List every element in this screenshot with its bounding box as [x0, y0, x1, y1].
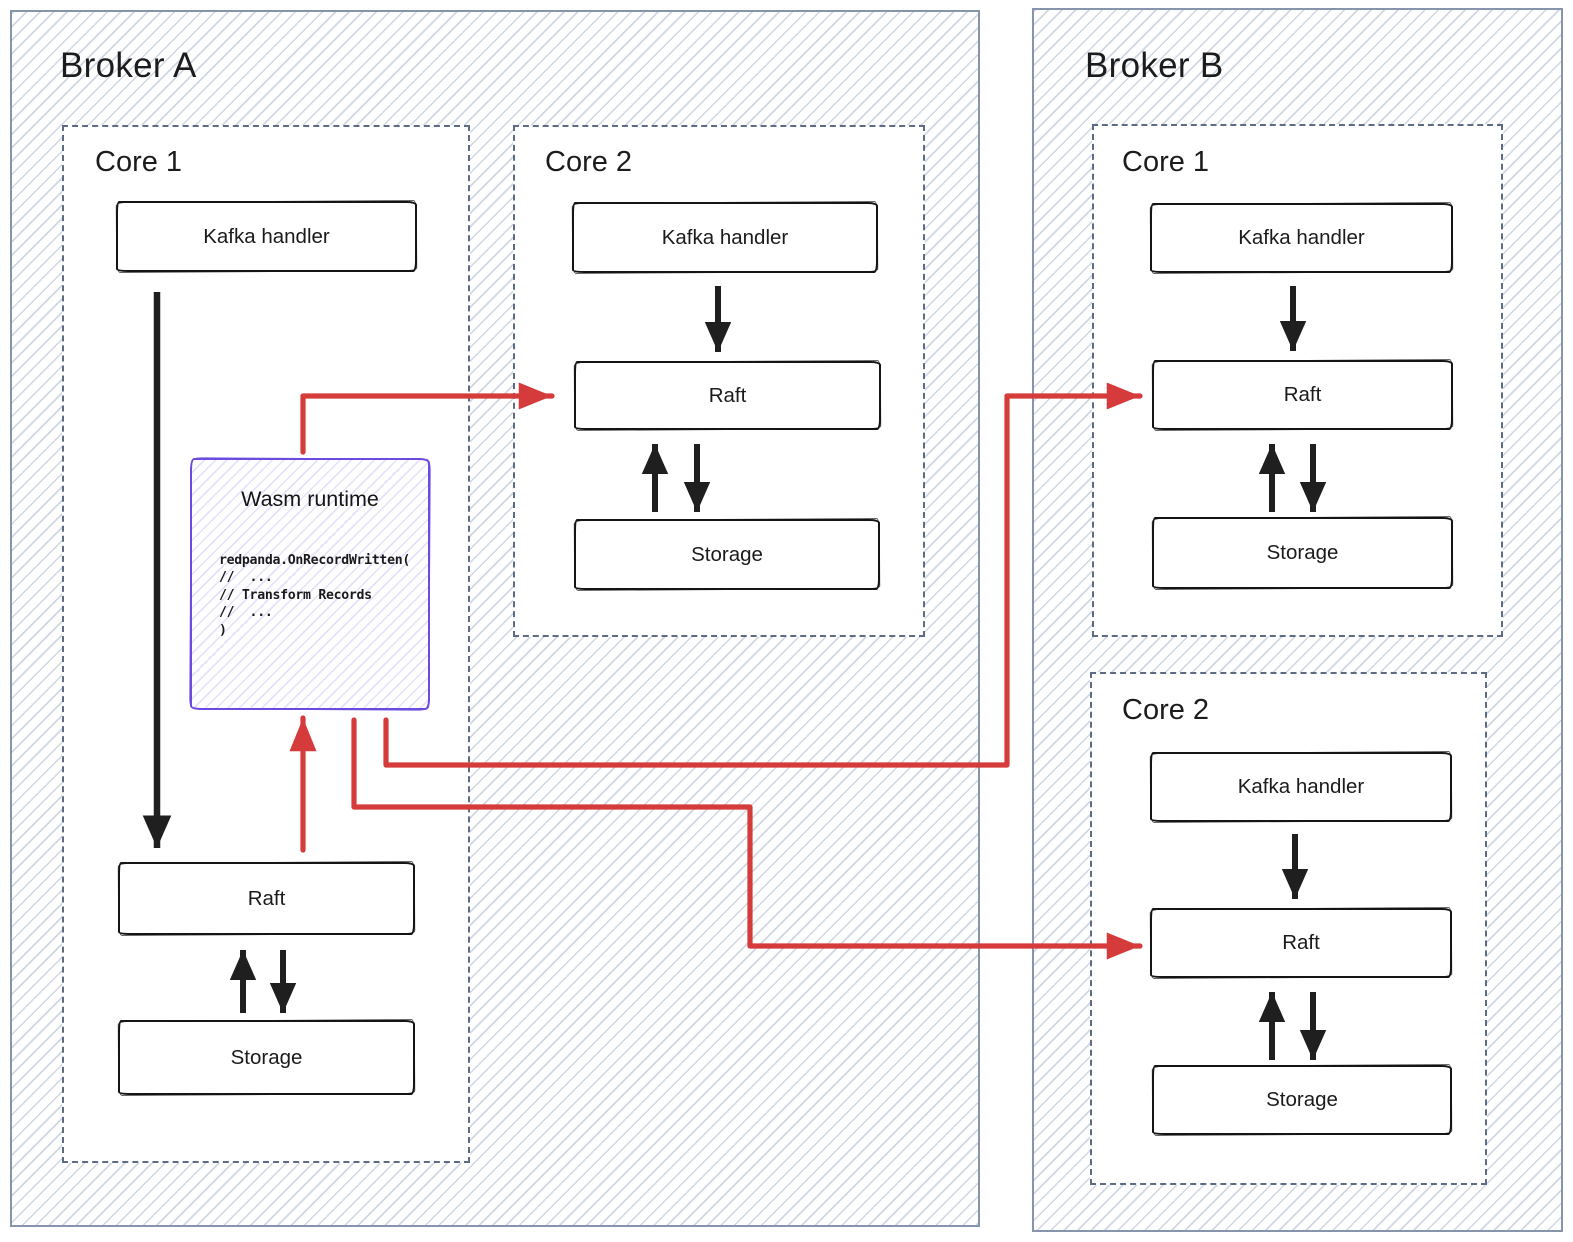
broker-a-core-2-title: Core 2: [545, 146, 633, 178]
broker-b-core-1-title: Core 1: [1122, 146, 1210, 178]
broker-b-core-2-title: Core 2: [1122, 694, 1210, 726]
wasm-code-line: // ...: [219, 605, 273, 621]
broker-a-core-1-raft-node: Raft: [118, 862, 415, 935]
broker-b-core-1-kafka-handler-node: Kafka handler: [1150, 203, 1453, 273]
node-label: Storage: [1266, 541, 1339, 564]
node-label: Raft: [708, 383, 747, 407]
broker-a-core-2-raft-node: Raft: [574, 361, 881, 430]
wasm-runtime-title: Wasm runtime: [241, 487, 379, 511]
node-label: Storage: [1266, 1088, 1338, 1111]
broker-a-core-1-kafka-handler-node: Kafka handler: [116, 201, 417, 272]
broker-b-core-2-raft-node: Raft: [1150, 908, 1452, 978]
broker-b-core-2-kafka-handler-node: Kafka handler: [1150, 752, 1452, 822]
node-label: Raft: [1283, 383, 1322, 406]
wasm-code-line: redpanda.OnRecordWritten(: [219, 553, 410, 568]
node-label: Storage: [691, 542, 763, 566]
broker-a-core-1-title: Core 1: [95, 146, 183, 178]
broker-b-title: Broker B: [1085, 46, 1224, 85]
node-label: Raft: [247, 886, 286, 910]
wasm-runtime-node: Wasm runtime redpanda.OnRecordWritten( /…: [190, 458, 430, 710]
node-label: Kafka handler: [203, 224, 330, 248]
broker-a-core-2-storage-node: Storage: [574, 519, 880, 590]
broker-b-core-1-storage-node: Storage: [1152, 517, 1453, 589]
node-label: Kafka handler: [1237, 775, 1365, 798]
broker-a-core-1-storage-node: Storage: [118, 1020, 415, 1095]
broker-b-core-2-storage-node: Storage: [1152, 1065, 1452, 1135]
broker-b-core-1-raft-node: Raft: [1152, 360, 1453, 430]
wasm-code-line: ): [219, 622, 227, 638]
node-label: Raft: [1282, 931, 1320, 954]
wasm-code-snippet: redpanda.OnRecordWritten( // ... // Tran…: [219, 552, 410, 639]
broker-a-title: Broker A: [60, 46, 197, 85]
node-label: Kafka handler: [661, 225, 789, 249]
node-label: Kafka handler: [1238, 226, 1365, 249]
broker-a-core-2-kafka-handler-node: Kafka handler: [572, 202, 878, 273]
node-label: Storage: [230, 1045, 303, 1069]
wasm-code-line: // Transform Records: [219, 587, 372, 603]
wasm-code-line: // ...: [219, 570, 273, 586]
